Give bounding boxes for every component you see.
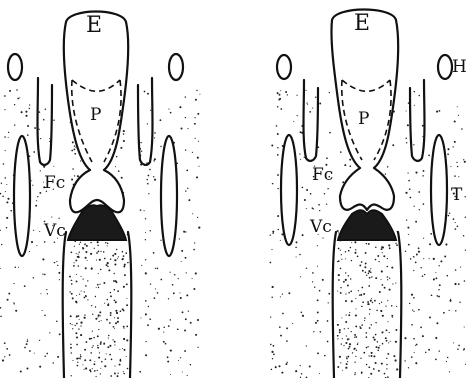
right-label-T: T: [451, 185, 463, 205]
right-label-Fc: Fc: [312, 165, 333, 185]
left-panel-hyoid-left: [8, 54, 22, 80]
right-larynx-panel: [277, 10, 452, 378]
right-label-P: P: [358, 109, 369, 129]
left-larynx-panel: [8, 12, 183, 378]
right-panel-vocal-cords: [338, 210, 396, 240]
left-label-Vc: Vc: [43, 221, 66, 241]
left-panel-fold-left: [38, 78, 53, 165]
left-label-E: E: [86, 13, 102, 38]
left-panel-hyoid-right: [169, 54, 183, 80]
left-panel-thyroid-right: [161, 136, 177, 256]
right-label-H: H: [452, 57, 467, 77]
right-panel-fold-right: [410, 80, 425, 161]
right-panel-hyoid-right: [438, 55, 452, 79]
left-label-P: P: [90, 105, 101, 125]
left-label-Fc: Fc: [44, 173, 65, 193]
right-label-E: E: [354, 11, 370, 36]
right-panel-thyroid-right: [431, 135, 447, 245]
left-panel-trachea: [63, 232, 132, 378]
left-panel-thyroid-left: [14, 136, 30, 256]
right-label-Vc: Vc: [309, 217, 332, 237]
right-panel-fold-left: [304, 80, 319, 161]
right-panel-hyoid-left: [277, 55, 291, 79]
right-panel-thyroid-left: [281, 135, 297, 245]
left-panel-fold-right: [138, 78, 153, 165]
right-panel-trachea: [333, 232, 402, 378]
